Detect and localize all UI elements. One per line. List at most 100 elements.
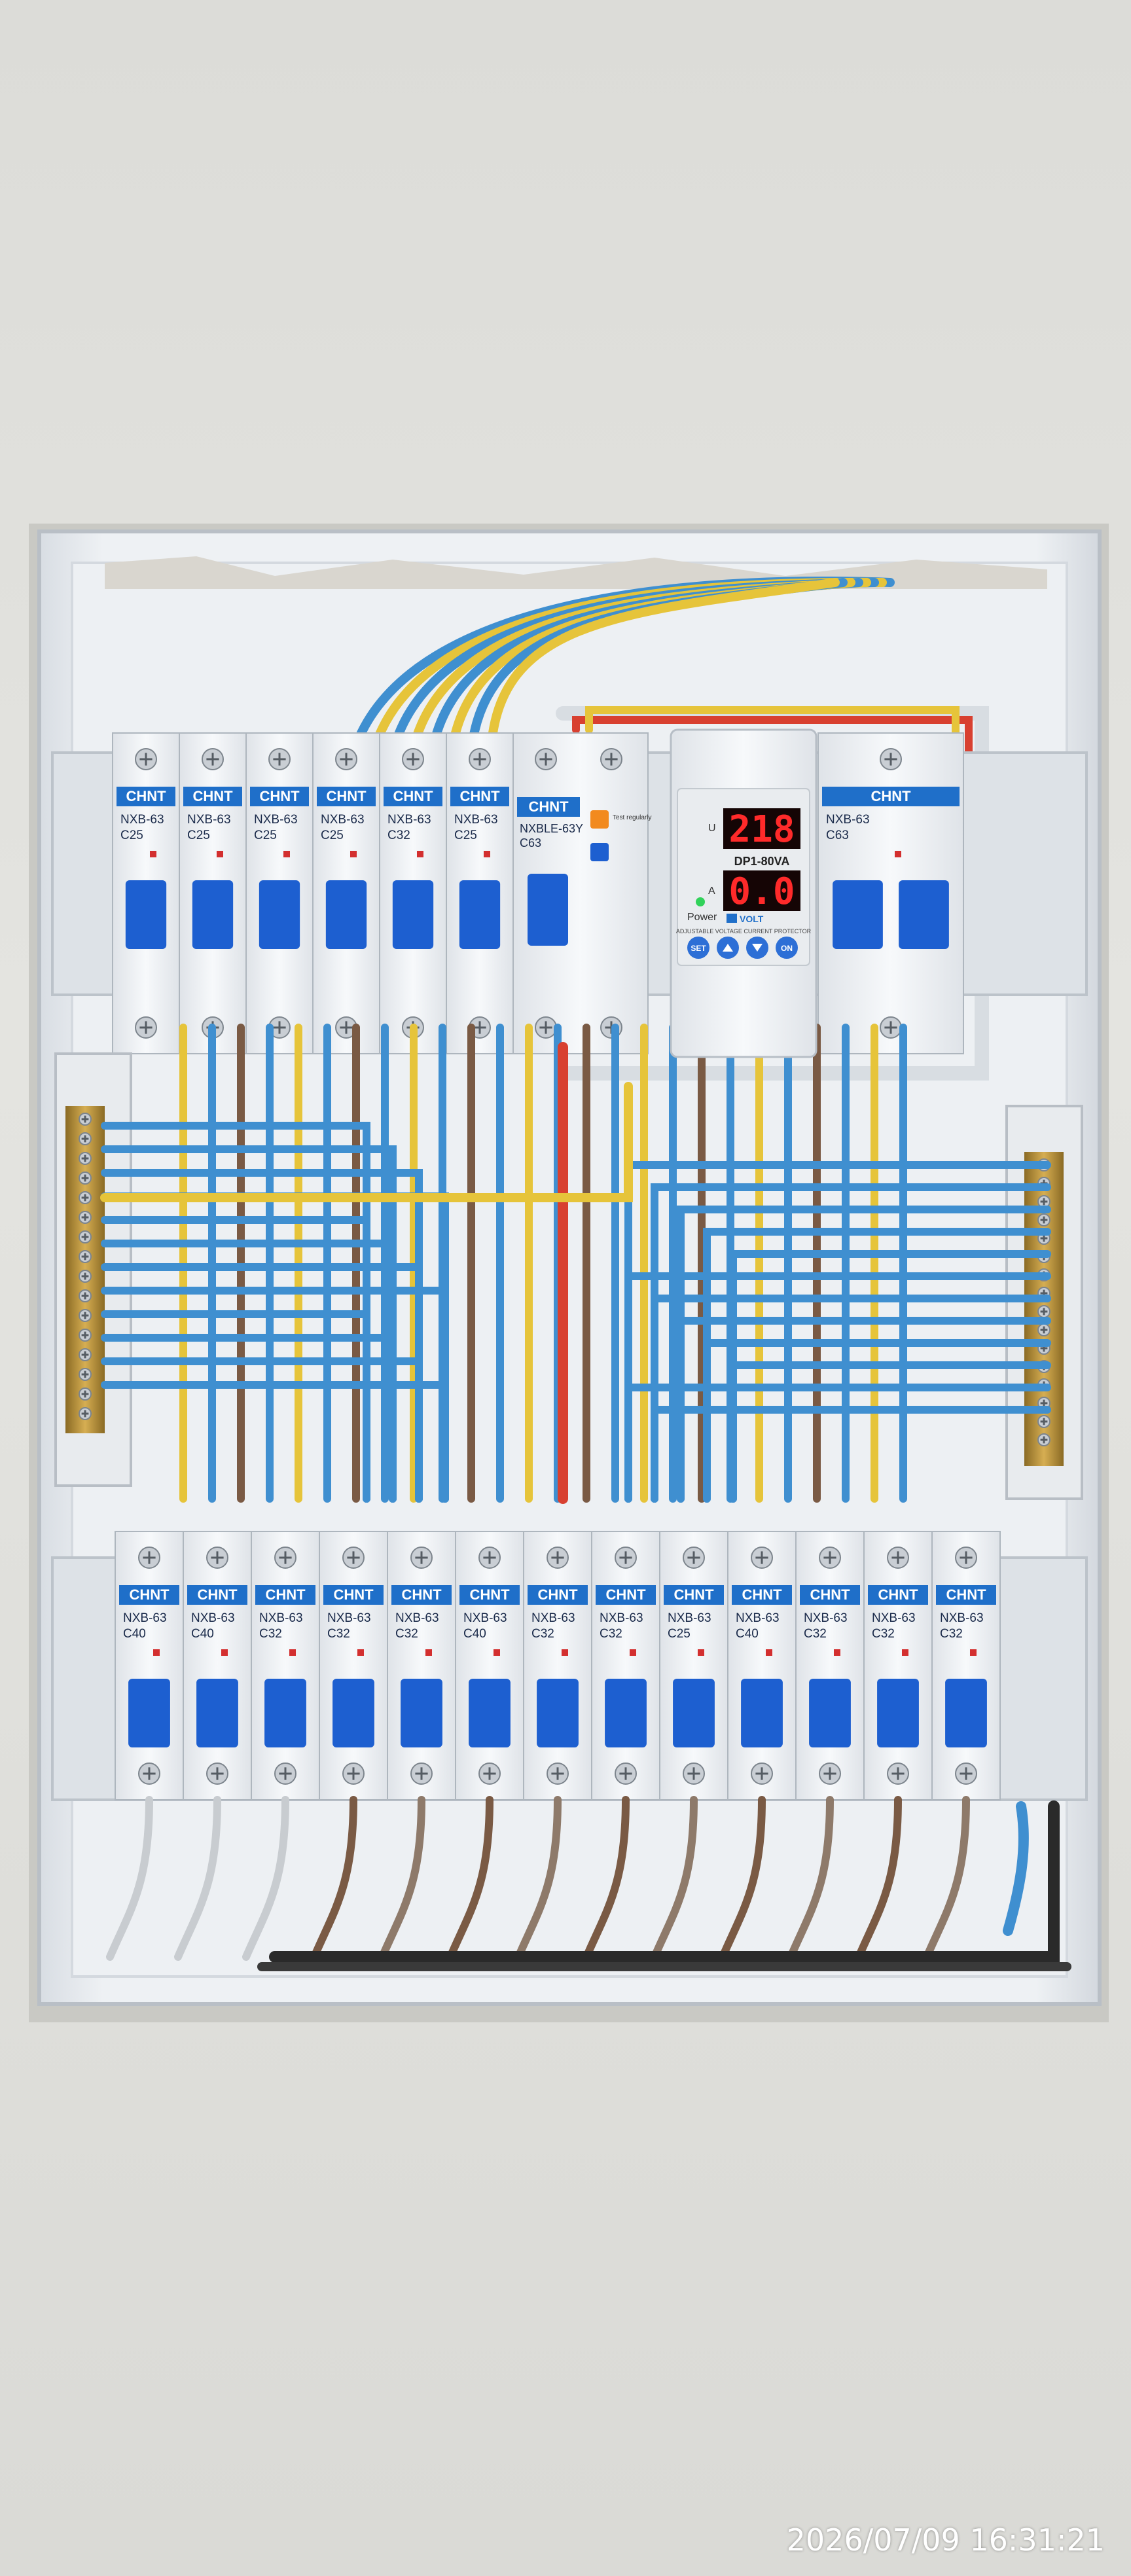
trip-indicator — [350, 851, 357, 857]
breaker-brand: CHNT — [537, 1586, 578, 1603]
breaker-toggle[interactable] — [125, 880, 167, 949]
breaker-rating: C63 — [826, 829, 849, 842]
breaker-model: NXB-63 — [120, 813, 164, 827]
breaker-toggle[interactable] — [259, 880, 300, 949]
outgoing-wire — [106, 1796, 153, 1961]
terminal-screw-top-slot — [960, 1551, 973, 1564]
rcbo-toggle[interactable] — [528, 874, 568, 946]
terminal-screw-bottom-slot — [884, 1021, 897, 1034]
busbar-screw-slot — [1040, 1418, 1048, 1425]
busbar-screw-slot — [81, 1154, 89, 1162]
breaker-rating: C40 — [191, 1627, 214, 1641]
breaker-brand: CHNT — [605, 1586, 646, 1603]
breaker-model: NXB-63 — [187, 813, 231, 827]
breaker-toggle[interactable] — [192, 880, 234, 949]
busbar-screw-slot — [81, 1233, 89, 1241]
breaker-model: NXB-63 — [600, 1611, 643, 1625]
breaker-toggle[interactable] — [392, 880, 434, 949]
breaker-brand: CHNT — [129, 1586, 170, 1603]
breaker-rating: C25 — [254, 829, 277, 842]
breaker-toggle[interactable] — [877, 1679, 919, 1747]
breaker-toggle[interactable] — [673, 1679, 715, 1747]
breaker-toggle[interactable] — [128, 1679, 170, 1747]
breaker-model: NXB-63 — [327, 1611, 371, 1625]
breaker-toggle[interactable] — [741, 1679, 783, 1747]
busbar-screw-slot — [1040, 1234, 1048, 1242]
trip-indicator — [834, 1649, 840, 1656]
breaker-toggle[interactable] — [899, 880, 949, 949]
breaker-model: NXB-63 — [531, 1611, 575, 1625]
terminal-screw-top-slot — [206, 753, 219, 766]
busbar-screw-slot — [1040, 1326, 1048, 1334]
rcbo-reset-indicator — [590, 843, 609, 861]
breaker-rating: C32 — [940, 1627, 963, 1641]
busbar-screw-slot — [81, 1194, 89, 1202]
terminal-screw-top-slot — [483, 1551, 496, 1564]
breaker-model: NXB-63 — [940, 1611, 984, 1625]
breaker-model: NXB-63 — [254, 813, 298, 827]
breaker-toggle[interactable] — [196, 1679, 238, 1747]
brand-badge — [255, 1585, 315, 1605]
relay-on-button[interactable] — [776, 937, 798, 959]
breaker-toggle[interactable] — [537, 1679, 579, 1747]
rcbo-rating: C63 — [520, 836, 541, 850]
breaker-body — [387, 1531, 456, 1800]
relay-a-label: A — [708, 885, 715, 897]
breaker-brand: CHNT — [459, 788, 500, 804]
breaker-model: NXB-63 — [454, 813, 498, 827]
breaker-body — [591, 1531, 660, 1800]
voltage-protector-relay: 218 U DP1-80VA 0.0 A Power VOLT ADJUSTAB… — [670, 728, 817, 1058]
busbar-screw-slot — [81, 1331, 89, 1339]
trip-indicator — [630, 1649, 636, 1656]
terminal-screw-top-slot — [551, 1551, 564, 1564]
breaker-toggle[interactable] — [469, 1679, 511, 1747]
breaker-toggle[interactable] — [605, 1679, 647, 1747]
brand-badge — [800, 1585, 860, 1605]
brand-badge — [117, 787, 175, 806]
relay-power-label: Power — [687, 912, 717, 923]
breaker-brand: CHNT — [333, 1586, 374, 1603]
breaker-toggle[interactable] — [945, 1679, 987, 1747]
breaker-brand: CHNT — [393, 788, 433, 804]
breaker-toggle[interactable] — [332, 1679, 374, 1747]
brand-badge — [664, 1585, 724, 1605]
breaker-toggle[interactable] — [809, 1679, 851, 1747]
breaker-toggle[interactable] — [459, 880, 501, 949]
busbar-screw-slot — [81, 1115, 89, 1123]
rcbo-test-label: Test regularly — [613, 814, 651, 821]
terminal-screw-top-slot — [605, 753, 618, 766]
brand-badge — [391, 1585, 452, 1605]
bottom-breaker-row: CHNTNXB-63C40CHNTNXB-63C40CHNTNXB-63C32C… — [115, 1531, 1001, 1800]
trip-indicator — [150, 851, 156, 857]
breaker-body — [115, 1531, 184, 1800]
breaker-toggle[interactable] — [833, 880, 883, 949]
breaker-body — [931, 1531, 1001, 1800]
terminal-screw-top-slot — [143, 1551, 156, 1564]
earth-run-right — [703, 1339, 1051, 1503]
rcbo-test-button[interactable] — [590, 810, 609, 829]
relay-set-button[interactable] — [687, 937, 709, 959]
breaker-model: NXB-63 — [736, 1611, 780, 1625]
relay-brand-badge — [727, 914, 737, 923]
breaker-body — [183, 1531, 252, 1800]
breaker-body — [863, 1531, 933, 1800]
breaker-rating: C25 — [321, 829, 344, 842]
breaker-rating: C32 — [531, 1627, 554, 1641]
breaker-toggle[interactable] — [264, 1679, 306, 1747]
busbar-screw-slot — [81, 1213, 89, 1221]
breaker-rating: C32 — [327, 1627, 350, 1641]
brand-badge — [317, 787, 376, 806]
breaker-toggle[interactable] — [325, 880, 367, 949]
breaker-rating: C32 — [259, 1627, 282, 1641]
black-cable-bundle — [269, 1800, 1060, 1963]
breaker-brand: CHNT — [197, 1586, 238, 1603]
breaker-toggle[interactable] — [401, 1679, 442, 1747]
trip-indicator — [153, 1649, 160, 1656]
